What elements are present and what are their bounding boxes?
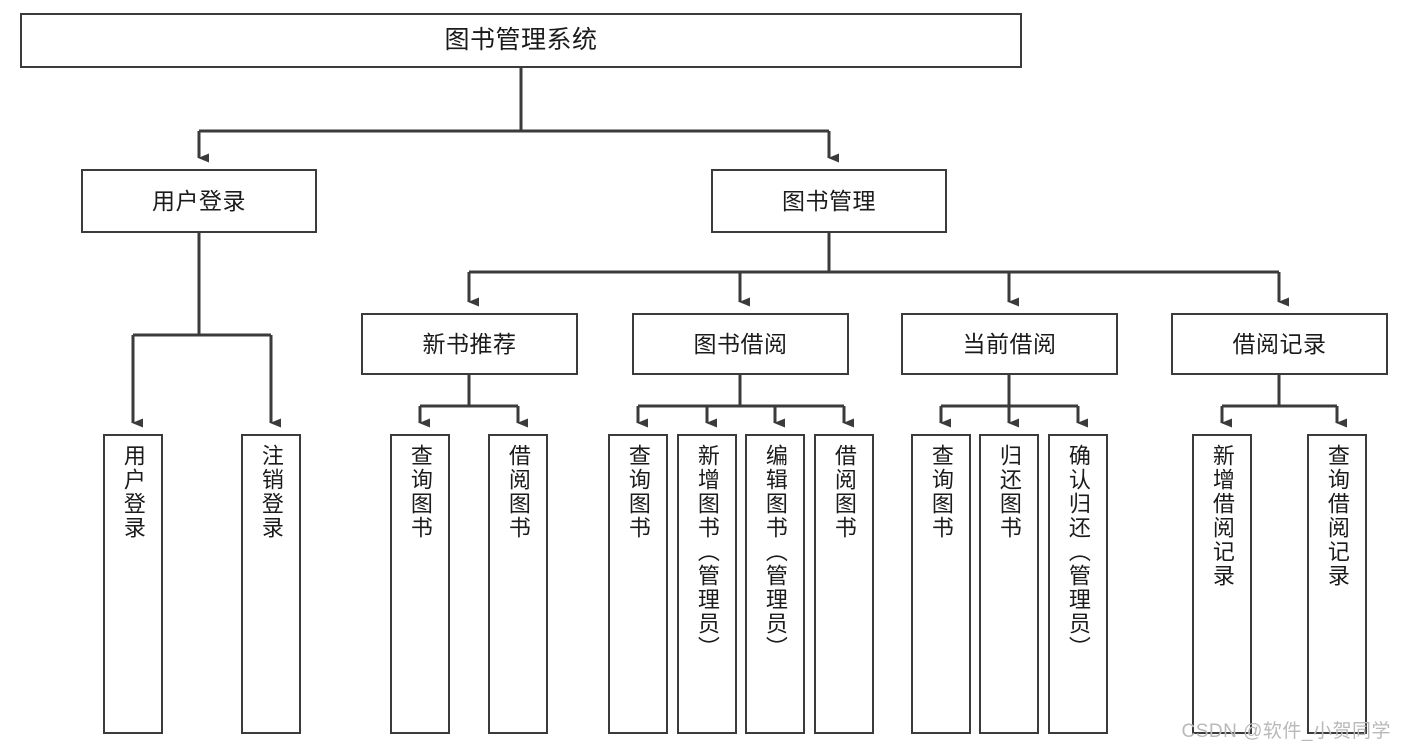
- leaf-borrow-record-add-record[interactable]: 新增借阅记录: [1192, 434, 1252, 734]
- node-label: 借阅记录: [1232, 330, 1327, 357]
- leaf-book-borrow-edit-book-admin[interactable]: 编辑图书（管理员）: [745, 434, 805, 734]
- node-label: 图书管理系统: [444, 26, 598, 55]
- leaf-user-login-logout[interactable]: 注销登录: [241, 434, 301, 734]
- leaf-book-borrow-add-book-admin[interactable]: 新增图书（管理员）: [677, 434, 737, 734]
- node-new-book-recommend[interactable]: 新书推荐: [361, 313, 578, 375]
- node-label: 借阅图书: [831, 444, 857, 540]
- node-label: 图书借阅: [693, 330, 788, 357]
- node-user-login[interactable]: 用户登录: [81, 169, 317, 233]
- node-root-book-management-system[interactable]: 图书管理系统: [20, 13, 1022, 68]
- leaf-new-book-query-book[interactable]: 查询图书: [390, 434, 450, 734]
- leaf-current-borrow-confirm-return-admin[interactable]: 确认归还（管理员）: [1048, 434, 1108, 734]
- leaf-borrow-record-query-record[interactable]: 查询借阅记录: [1307, 434, 1367, 734]
- leaf-current-borrow-return-book[interactable]: 归还图书: [979, 434, 1039, 734]
- node-current-borrow[interactable]: 当前借阅: [901, 313, 1118, 375]
- node-label: 图书管理: [782, 187, 876, 214]
- node-label: 当前借阅: [962, 330, 1057, 357]
- leaf-book-borrow-borrow-book[interactable]: 借阅图书: [814, 434, 874, 734]
- node-label: 查询图书: [625, 444, 651, 540]
- node-label: 查询借阅记录: [1324, 444, 1350, 588]
- node-label: 查询图书: [928, 444, 954, 540]
- node-label: 用户登录: [152, 187, 246, 214]
- leaf-current-borrow-query-book[interactable]: 查询图书: [911, 434, 971, 734]
- leaf-book-borrow-query-book[interactable]: 查询图书: [608, 434, 668, 734]
- node-label: 确认归还（管理员）: [1065, 444, 1091, 660]
- node-label: 注销登录: [258, 444, 284, 540]
- leaf-new-book-borrow-book[interactable]: 借阅图书: [488, 434, 548, 734]
- node-label: 编辑图书（管理员）: [762, 444, 788, 660]
- node-label: 查询图书: [407, 444, 433, 540]
- node-label: 新增借阅记录: [1209, 444, 1235, 588]
- node-label: 借阅图书: [505, 444, 531, 540]
- node-book-borrow[interactable]: 图书借阅: [632, 313, 849, 375]
- leaf-user-login-login[interactable]: 用户登录: [103, 434, 163, 734]
- node-label: 新增图书（管理员）: [694, 444, 720, 660]
- node-book-management[interactable]: 图书管理: [711, 169, 947, 233]
- node-borrow-record[interactable]: 借阅记录: [1171, 313, 1388, 375]
- node-label: 归还图书: [996, 444, 1022, 540]
- node-label: 用户登录: [120, 444, 146, 540]
- node-label: 新书推荐: [422, 330, 517, 357]
- watermark-csdn: CSDN @软件_小贺同学: [1181, 721, 1391, 742]
